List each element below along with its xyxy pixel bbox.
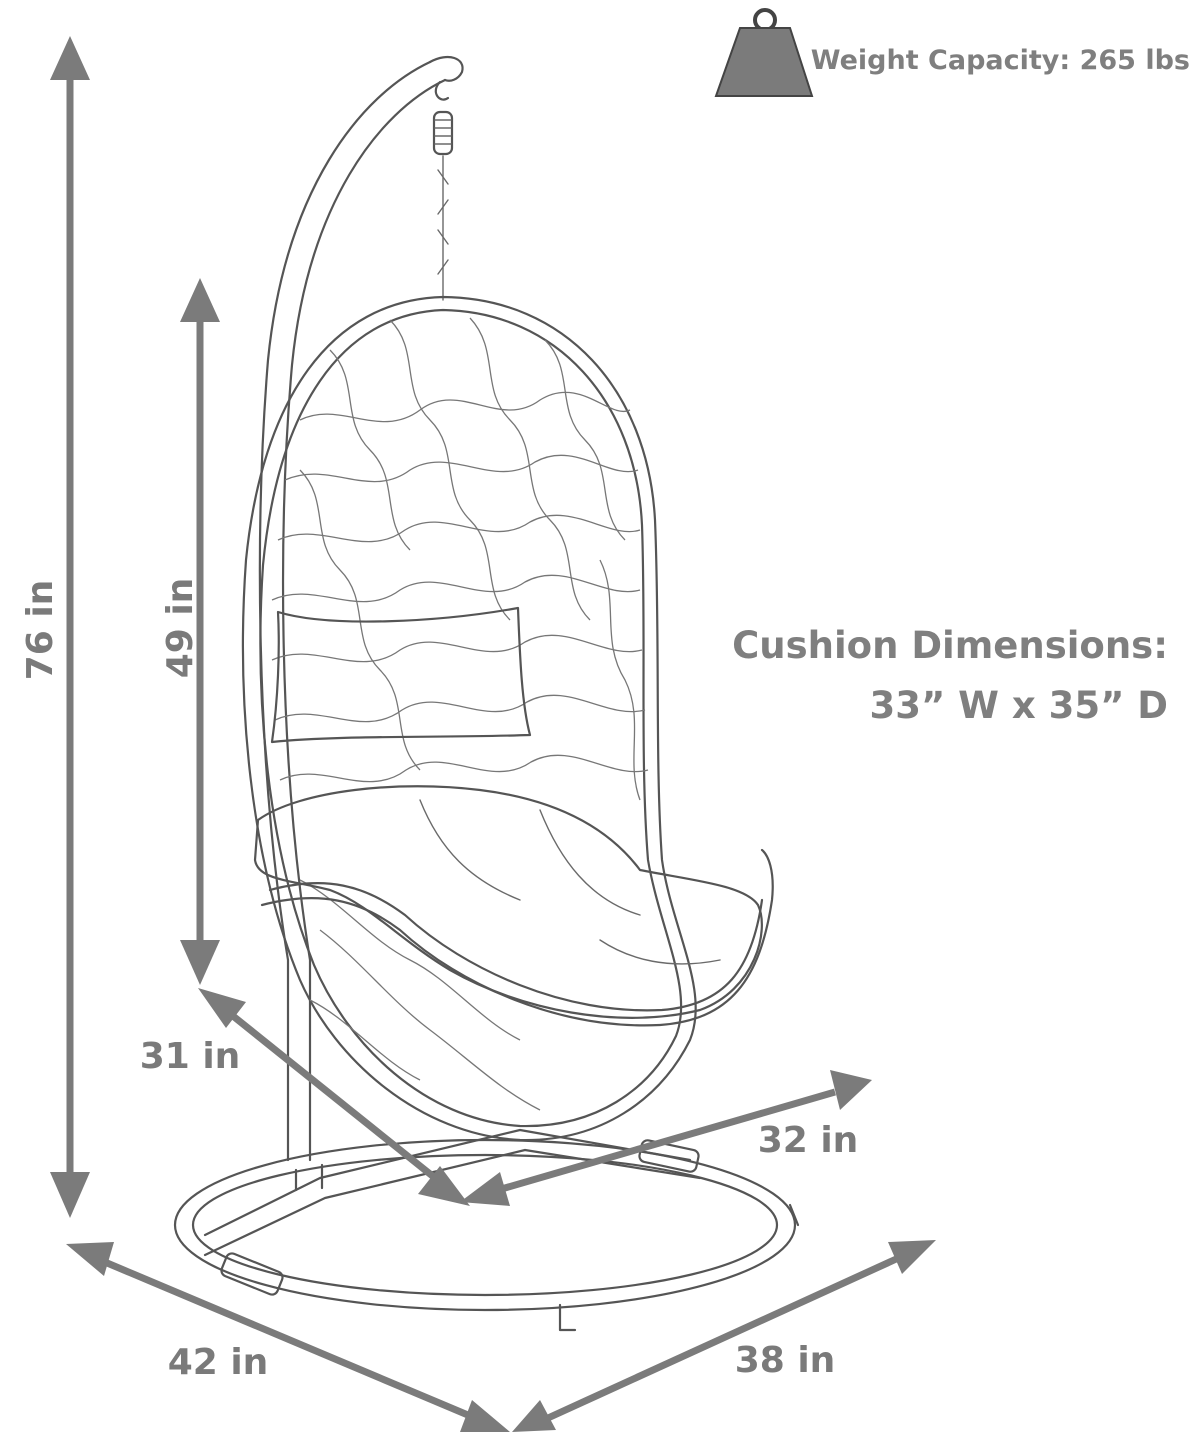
chair-height-arrow xyxy=(180,278,220,985)
cushion-dimensions-title: Cushion Dimensions: xyxy=(732,624,1168,667)
stand-base xyxy=(173,1128,800,1332)
chair-height-label: 49 in xyxy=(160,578,201,679)
hanging-egg-chair-illustration xyxy=(173,55,800,1332)
weight-icon xyxy=(714,8,814,97)
base-depth-arrow xyxy=(512,1240,936,1432)
hanging-hardware xyxy=(432,80,454,301)
total-height-arrow xyxy=(50,36,90,1218)
egg-shell xyxy=(241,295,697,1142)
weight-capacity: Weight Capacity: 265 lbs xyxy=(714,8,1190,97)
wicker-weave-texture xyxy=(271,317,649,1111)
cushion-dimensions-value: 33” W x 35” D xyxy=(869,684,1168,727)
seat-cushion xyxy=(253,785,763,1019)
cushion-dimensions: Cushion Dimensions: 33” W x 35” D xyxy=(732,624,1168,727)
stand-pole xyxy=(258,55,464,1162)
base-depth-label: 38 in xyxy=(735,1340,836,1381)
seat-width-label: 32 in xyxy=(758,1120,859,1161)
dimension-arrows xyxy=(50,36,936,1432)
seat-depth-arrow xyxy=(198,988,470,1206)
weight-capacity-label: Weight Capacity: 265 lbs xyxy=(811,45,1190,76)
total-height-label: 76 in xyxy=(20,580,61,681)
seat-width-arrow xyxy=(460,1070,872,1206)
back-pillow xyxy=(270,606,532,744)
base-width-arrow xyxy=(66,1242,510,1432)
base-width-label: 42 in xyxy=(168,1342,269,1383)
seat-depth-label: 31 in xyxy=(140,1036,241,1077)
